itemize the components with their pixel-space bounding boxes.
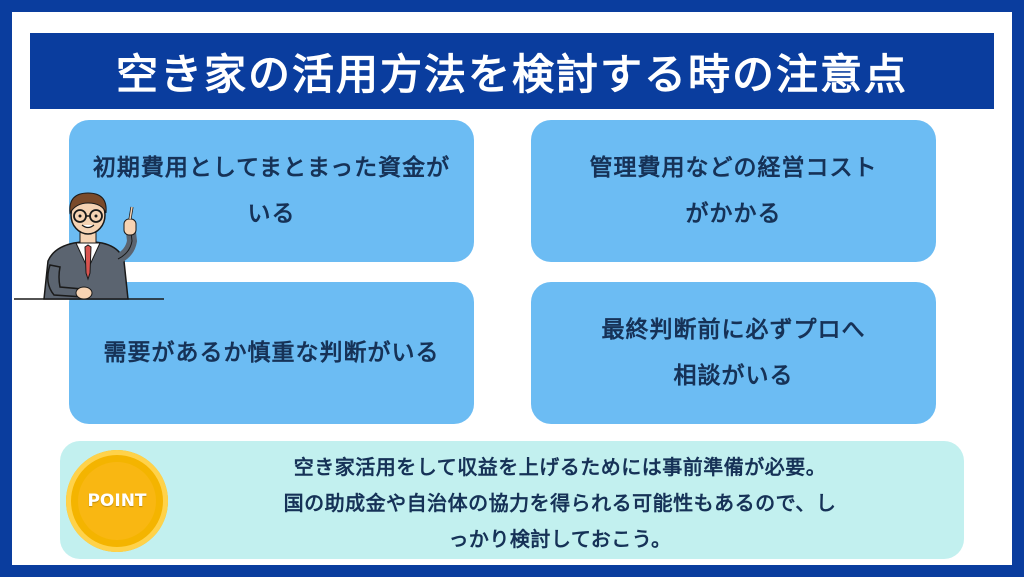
card-initial-cost: 初期費用としてまとまった資金がいる (69, 120, 474, 262)
point-message: 空き家活用をして収益を上げるためには事前準備が必要。 国の助成金や自治体の協力を… (180, 449, 940, 557)
point-line-1: 空き家活用をして収益を上げるためには事前準備が必要。 (293, 455, 827, 479)
card-management-cost: 管理費用などの経営コスト がかかる (531, 120, 936, 262)
point-badge-icon: POINT (66, 450, 168, 552)
page-title: 空き家の活用方法を検討する時の注意点 (115, 49, 908, 99)
card-text: 管理費用などの経営コスト がかかる (589, 155, 878, 227)
point-line-2: 国の助成金や自治体の協力を得られる可能性もあるので、し (283, 491, 837, 515)
businessman-pointing-icon (14, 192, 164, 300)
point-badge-inner: POINT (78, 462, 156, 540)
card-consult-pro: 最終判断前に必ずプロへ 相談がいる (531, 282, 936, 424)
title-banner: 空き家の活用方法を検討する時の注意点 (30, 33, 994, 109)
card-demand-judgment: 需要があるか慎重な判断がいる (69, 282, 474, 424)
point-line-3: っかり検討しておこう。 (448, 527, 672, 551)
card-text: 最終判断前に必ずプロへ 相談がいる (601, 317, 866, 389)
card-text: 初期費用としてまとまった資金がいる (92, 155, 451, 227)
point-callout (60, 441, 964, 559)
point-badge-label: POINT (87, 491, 147, 511)
card-text: 需要があるか慎重な判断がいる (103, 340, 440, 366)
